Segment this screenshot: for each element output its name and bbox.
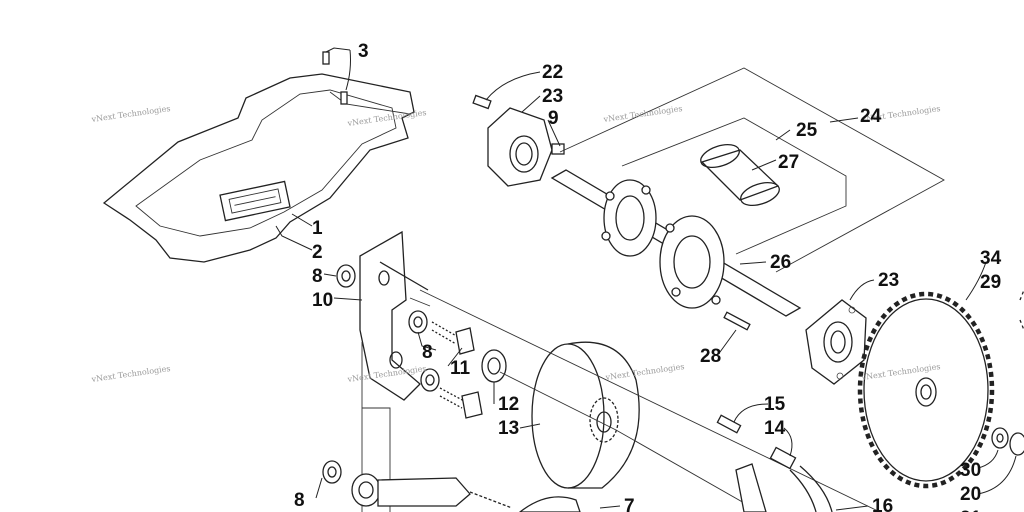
leader-lines <box>275 47 1017 511</box>
callout-7: 7 <box>624 496 635 512</box>
callout-16: 16 <box>872 496 893 512</box>
callout-9: 9 <box>548 108 559 129</box>
upper-bearing-flange <box>472 94 565 187</box>
callout-14: 14 <box>764 418 786 439</box>
bushing-tube <box>700 144 780 206</box>
callout-12: 12 <box>498 394 519 415</box>
lower-link-arm <box>351 342 581 512</box>
screw-part3-b <box>340 91 348 105</box>
bolts-11 <box>431 321 483 419</box>
shaft-assembly-box <box>559 67 945 273</box>
chain-segment <box>1019 289 1024 331</box>
callout-22: 22 <box>542 62 563 83</box>
callout-3: 3 <box>358 41 369 62</box>
callout-24: 24 <box>860 106 882 127</box>
screw-part3-a <box>322 51 330 65</box>
callout-15: 15 <box>764 394 786 415</box>
watermark: vNext Technologies <box>602 104 683 124</box>
watermark: vNext Technologies <box>90 364 171 384</box>
callout-23a: 23 <box>542 86 563 107</box>
callout-2: 2 <box>312 242 323 263</box>
jackshaft <box>550 169 802 317</box>
clutch-drum <box>531 341 640 489</box>
pin-bushing-spring <box>716 414 833 512</box>
washer-30 <box>991 427 1009 449</box>
callout-1: 1 <box>312 218 323 239</box>
callout-34: 34 <box>980 248 1002 269</box>
spacer-12 <box>481 349 507 383</box>
callout-30: 30 <box>960 460 981 481</box>
watermark: vNext Technologies <box>346 108 427 128</box>
floor-plate <box>102 51 415 263</box>
callout-28: 28 <box>700 346 721 367</box>
callout-10: 10 <box>312 290 333 311</box>
lower-bearing-flange <box>805 299 867 385</box>
washers-8 <box>322 264 440 484</box>
callout-13: 13 <box>498 418 519 439</box>
sprocket <box>857 291 995 489</box>
callout-8c: 8 <box>294 490 305 511</box>
callout-29: 29 <box>980 272 1001 293</box>
mounting-bracket <box>359 230 429 401</box>
callout-23b: 23 <box>878 270 899 291</box>
callout-21: 21 <box>960 508 982 512</box>
callout-8b: 8 <box>422 342 433 363</box>
callout-25: 25 <box>796 120 818 141</box>
perforated-area <box>135 89 397 237</box>
callout-26: 26 <box>770 252 791 273</box>
watermark: vNext Technologies <box>90 104 171 124</box>
callout-8a: 8 <box>312 266 323 287</box>
callout-20: 20 <box>960 484 981 505</box>
watermark: vNext Technologies <box>604 362 685 382</box>
shaft-key <box>723 311 751 331</box>
callout-11: 11 <box>450 358 471 379</box>
nut-20 <box>1009 432 1024 456</box>
callout-27: 27 <box>778 152 799 173</box>
